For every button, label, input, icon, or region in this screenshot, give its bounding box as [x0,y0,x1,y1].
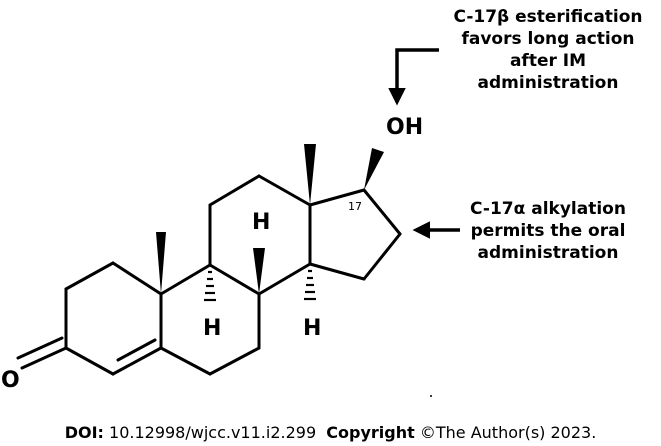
esterification-line-3: after IM [509,51,587,71]
c14-hashed-bond [304,269,316,301]
hydroxyl-label: OH [386,115,424,140]
esterification-arrow [388,48,439,106]
esterification-line-2: favors long action [461,29,635,49]
copyright-value: ©The Author(s) 2023. [419,423,597,442]
c9-hashed-bond [204,270,216,302]
esterification-annotation: C-17β esterification favors long action … [448,6,648,94]
citation-footer: DOI: 10.12998/wjcc.v11.i2.299 Copyright … [0,424,661,442]
c8-hydrogen-wedge [253,248,265,294]
copyright-label: Copyright [326,423,415,442]
esterification-line-4: administration [477,73,619,93]
alkylation-line-1: C-17α alkylation [470,199,626,219]
c17-hydroxyl-wedge [364,148,384,190]
doi-label: DOI: [64,423,104,442]
alkylation-line-2: permits the oral [470,221,626,241]
ketone-oxygen-label: O [1,368,20,393]
hydrogen-c9-label: H [203,316,222,341]
ring-bonds [16,174,402,376]
hydrogen-c8-label: H [252,210,271,235]
hydrogen-c14-label: H [303,316,322,341]
esterification-line-1: C-17β esterification [453,7,643,27]
c13-methyl-wedge [304,144,316,205]
carbon-17-number: 17 [348,200,362,213]
stray-dot [430,395,432,397]
c10-methyl-wedge [156,232,166,294]
alkylation-annotation: C-17α alkylation permits the oral admini… [448,198,648,264]
alkylation-line-3: administration [477,243,619,263]
doi-value: 10.12998/wjcc.v11.i2.299 [109,423,317,442]
